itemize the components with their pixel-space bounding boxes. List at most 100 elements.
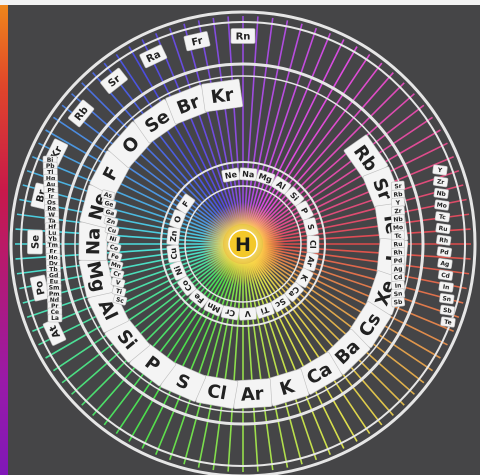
ray xyxy=(141,261,235,449)
element-symbol: Pd xyxy=(439,248,449,256)
ray xyxy=(258,255,425,384)
ray xyxy=(262,184,464,240)
ray xyxy=(251,39,345,227)
ray xyxy=(259,116,434,234)
element-symbol: Rb xyxy=(393,191,403,199)
element-symbol: In xyxy=(442,284,449,292)
tile-background xyxy=(436,234,452,246)
element-tile: Ca xyxy=(284,281,304,302)
tile-background xyxy=(284,281,304,302)
element-tile: Co xyxy=(106,241,122,254)
element-symbol: Tc xyxy=(438,213,446,221)
element-tile: V xyxy=(110,276,126,289)
ray xyxy=(256,257,405,406)
element-symbol: Fr xyxy=(191,36,204,49)
tile-background xyxy=(437,258,453,270)
tile-background xyxy=(432,164,448,176)
element-symbol: Os xyxy=(47,200,56,207)
ray xyxy=(71,93,229,232)
ray xyxy=(254,62,383,229)
element-tile: Ru xyxy=(435,222,451,234)
ray xyxy=(258,104,425,233)
ray xyxy=(52,116,227,234)
element-tile: Sc xyxy=(270,293,291,313)
ray xyxy=(197,263,240,468)
tile-background xyxy=(166,226,181,246)
ray xyxy=(38,252,226,346)
tile-background xyxy=(435,222,451,234)
tile-background xyxy=(183,31,211,52)
element-tile: Nb xyxy=(433,187,449,199)
element-symbol: As xyxy=(103,191,113,200)
ray xyxy=(253,53,371,228)
element-symbol: Ar xyxy=(240,383,264,405)
element-tile: Al xyxy=(270,175,292,195)
element-tile: Co xyxy=(177,275,197,296)
element-symbol: In xyxy=(394,282,401,290)
element-tile: Na xyxy=(239,167,258,182)
element-symbol: Co xyxy=(109,244,119,253)
element-tile: Mn xyxy=(203,298,224,317)
element-symbol: Ge xyxy=(104,200,115,209)
element-symbol: Nb xyxy=(436,190,447,198)
ray xyxy=(246,263,289,468)
element-tile: Mg xyxy=(255,169,276,186)
element-symbol: F xyxy=(181,199,192,209)
ring xyxy=(184,185,302,303)
element-symbol: Cu xyxy=(107,226,117,235)
element-tile: Rh xyxy=(436,234,452,246)
element-symbol: Gd xyxy=(49,273,58,280)
ray xyxy=(26,169,225,239)
element-tile: Po xyxy=(29,274,50,302)
orbit-rings xyxy=(9,10,477,475)
element-symbol: Cr xyxy=(112,270,121,279)
element-symbol: Sn xyxy=(442,295,451,303)
element-symbol: Nb xyxy=(393,216,404,224)
tile-background xyxy=(254,302,275,319)
element-symbol: Pb xyxy=(46,163,55,170)
element-symbol: Se xyxy=(30,235,41,249)
element-tile: Rn xyxy=(230,28,256,44)
element-tile: S xyxy=(160,361,207,402)
tile-background xyxy=(284,186,305,207)
tile-background xyxy=(440,316,456,328)
element-tile: Ni xyxy=(105,233,121,245)
element-symbol: Tm xyxy=(48,242,58,249)
element-symbol: Ni xyxy=(172,264,184,276)
ray xyxy=(45,253,227,359)
element-symbol: Pm xyxy=(49,291,60,298)
ray xyxy=(256,82,405,231)
element-tile: Kr xyxy=(201,78,243,113)
ray xyxy=(32,250,225,332)
element-symbol: Y xyxy=(436,167,443,175)
element-tile: F xyxy=(176,193,196,214)
element-symbol: Ir xyxy=(49,194,54,201)
element-tile: Zr xyxy=(432,176,449,188)
element-tile: K xyxy=(264,368,310,407)
hub: H xyxy=(201,202,285,286)
element-symbol: Pr xyxy=(51,303,58,310)
element-symbol: Ag xyxy=(440,260,450,268)
element-tile: Cr xyxy=(220,305,240,321)
ray xyxy=(257,93,415,232)
element-tile: O xyxy=(169,209,186,230)
ray xyxy=(92,258,231,416)
element-tile: S xyxy=(303,217,319,237)
element-symbol: Sb xyxy=(443,307,453,315)
element-tile: Ar xyxy=(302,251,319,272)
element-symbol: Tb xyxy=(49,266,58,273)
element-symbol: Lu xyxy=(48,230,56,237)
tile-background xyxy=(203,298,224,317)
tile-background xyxy=(390,296,406,308)
ray xyxy=(227,16,243,225)
element-symbol: Er xyxy=(49,248,56,255)
ray xyxy=(247,23,303,225)
element-symbol: Ho xyxy=(48,254,57,261)
element-tile: Si xyxy=(284,186,305,207)
element-symbol: Sm xyxy=(49,285,60,292)
ray xyxy=(255,72,394,230)
ray xyxy=(262,198,467,241)
tile-background xyxy=(306,235,320,254)
tile-background xyxy=(434,199,450,211)
tile-background xyxy=(169,209,186,230)
